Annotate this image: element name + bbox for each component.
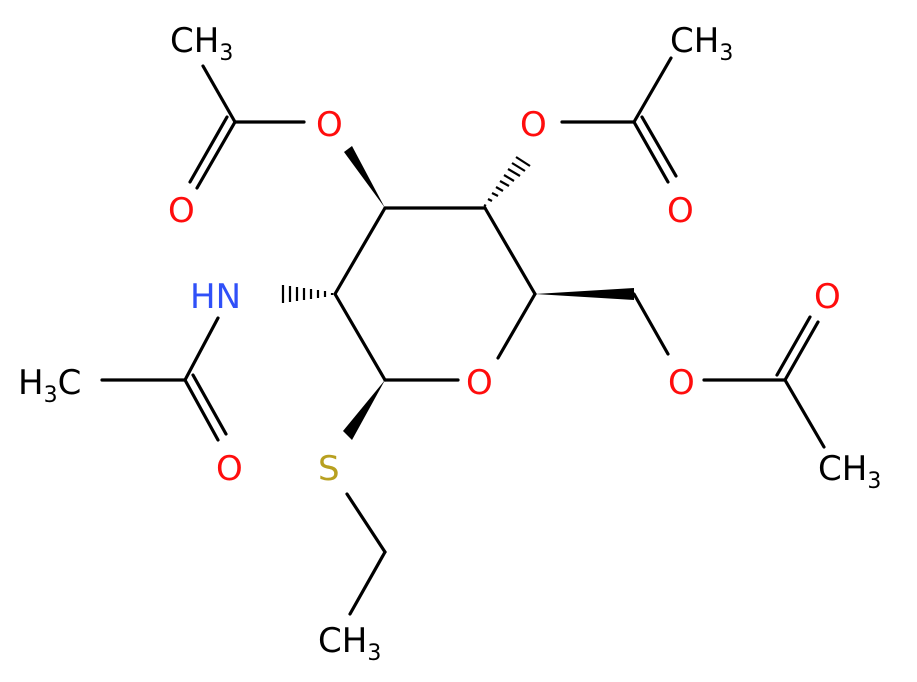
wedge-c3-o xyxy=(344,146,385,208)
bond-cacyl-o-far-1 xyxy=(783,320,820,382)
bond-c2-c1 xyxy=(333,292,387,382)
ch3-right: CH3 xyxy=(818,449,881,494)
bond-cacyl-o-amide-2 xyxy=(191,373,228,436)
ch3-bottom: CH3 xyxy=(318,621,381,666)
bond-ch2-o xyxy=(632,292,670,356)
bond-s-ch2 xyxy=(345,492,387,554)
bond-cacyl-ch3-right xyxy=(632,56,673,124)
bond-c4-c5 xyxy=(483,206,537,296)
o-carbonyl-left: O xyxy=(168,191,195,231)
o-amide: O xyxy=(216,449,243,489)
bond-cacyl-o-right-1 xyxy=(632,120,670,184)
bond-n-cacyl xyxy=(183,316,220,382)
ch3-top-left: CH3 xyxy=(170,21,233,66)
o-carbonyl-far-right: O xyxy=(814,277,841,317)
h3c-left: H3C xyxy=(18,363,81,408)
bond-c5-oring xyxy=(496,292,537,360)
hash-c2-n xyxy=(281,285,334,303)
ch3-top-right: CH3 xyxy=(670,21,733,66)
o-carbonyl-right: O xyxy=(667,191,694,231)
s-label: S xyxy=(318,449,340,489)
bond-cacyl-ch3-far xyxy=(783,378,826,449)
bond-cacyl-o-right-2 xyxy=(640,115,678,178)
o-ester-ch2: O xyxy=(668,363,695,403)
bond-cacyl-ch3-left xyxy=(201,64,237,124)
bond-c3-c2 xyxy=(333,206,387,296)
bond-ch2-ch3 xyxy=(348,550,387,616)
wedge-c5-ch2 xyxy=(535,288,634,300)
hash-c4-o xyxy=(483,156,531,207)
bond-cacyl-o-far-2 xyxy=(775,315,812,377)
hn-label: HN xyxy=(190,277,241,317)
o-ring: O xyxy=(466,363,493,403)
bond-cacyl-o-amide-1 xyxy=(183,378,220,442)
bond-cacyl-o-left-1 xyxy=(195,120,237,190)
o-ester-left: O xyxy=(316,105,343,145)
o-ester-right: O xyxy=(520,105,547,145)
bond-cacyl-o-left-2 xyxy=(188,115,229,184)
wedge-c1-s xyxy=(343,380,385,440)
